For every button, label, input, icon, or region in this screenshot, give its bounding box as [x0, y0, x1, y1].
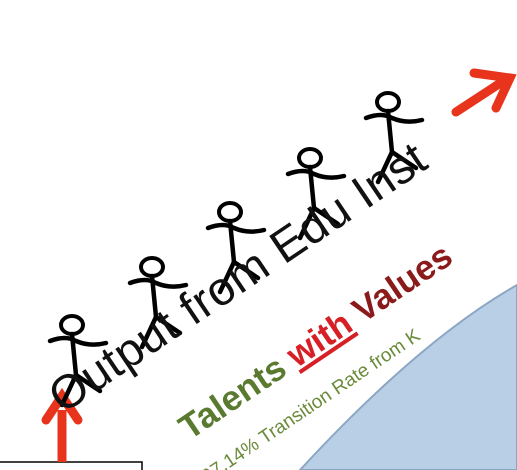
blue-curved-shape: [298, 283, 517, 470]
red-up-arrow-icon: [41, 387, 83, 462]
red-diagonal-arrow-icon: [451, 68, 517, 117]
partial-box-outline: [0, 461, 143, 470]
